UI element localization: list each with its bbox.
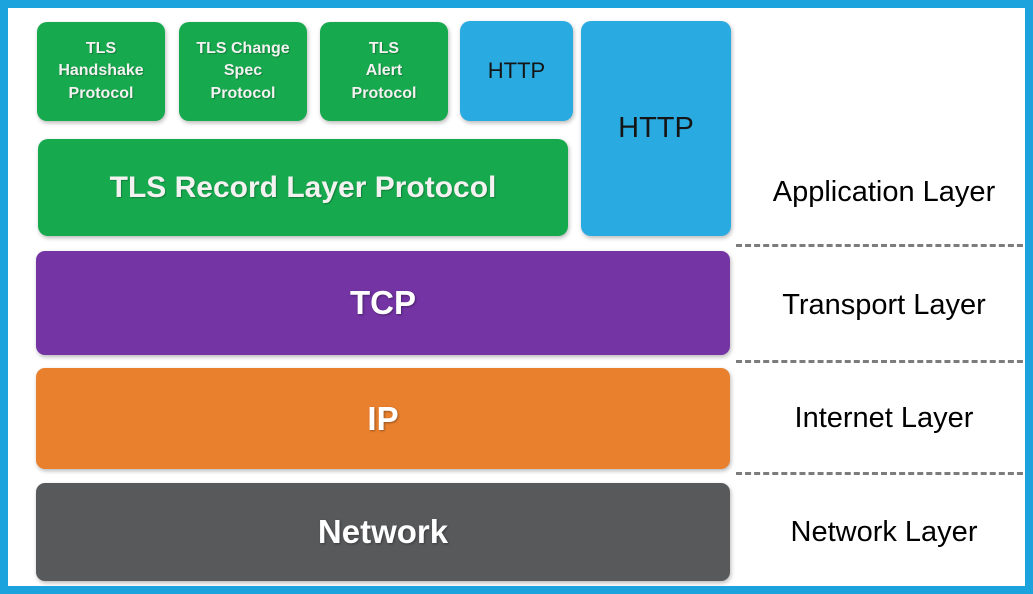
- box-network: Network: [36, 483, 730, 581]
- box-tcp: TCP: [36, 251, 730, 355]
- box-tls-record-layer-protocol: TLS Record Layer Protocol: [38, 139, 568, 236]
- box-http-tall: HTTP: [581, 21, 731, 236]
- box-http-small: HTTP: [460, 21, 573, 121]
- box-ip: IP: [36, 368, 730, 469]
- label-network-layer: Network Layer: [790, 516, 978, 548]
- divider-application-transport: [736, 244, 1025, 247]
- box-tls-alert-protocol: TLS Alert Protocol: [320, 22, 448, 121]
- label-internet-layer: Internet Layer: [794, 402, 974, 434]
- divider-internet-network: [736, 472, 1025, 475]
- box-tls-change-spec-protocol: TLS Change Spec Protocol: [179, 22, 307, 121]
- label-transport-layer: Transport Layer: [782, 289, 986, 321]
- divider-transport-internet: [736, 360, 1025, 363]
- label-application-layer: Application Layer: [772, 176, 996, 208]
- box-tls-handshake-protocol: TLS Handshake Protocol: [37, 22, 165, 121]
